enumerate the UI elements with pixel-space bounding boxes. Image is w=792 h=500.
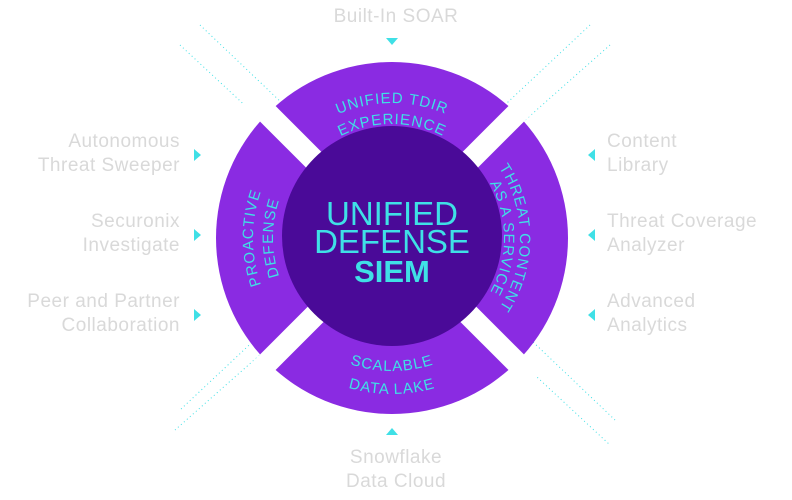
- label-autonomous-threat-sweeper[interactable]: Autonomous Threat Sweeper: [38, 130, 180, 178]
- arrow-left-icon: [588, 229, 595, 241]
- label-line: Advanced: [607, 291, 696, 312]
- label-line: Analyzer: [607, 235, 685, 256]
- arrows: [194, 38, 595, 435]
- center-title-line2: DEFENSE: [314, 223, 470, 260]
- label-line: Collaboration: [61, 315, 180, 336]
- arrow-left-icon: [588, 149, 595, 161]
- segment-bottom-line1[interactable]: SCALABLE: [349, 352, 435, 375]
- label-line: Data Cloud: [345, 471, 447, 492]
- segment-left-line1[interactable]: PROACTIVE: [240, 187, 265, 289]
- arrow-up-icon: [386, 428, 398, 435]
- label-threat-coverage-analyzer[interactable]: Threat Coverage Analyzer: [607, 210, 757, 258]
- label-built-in-soar[interactable]: Built-In SOAR: [333, 6, 459, 27]
- label-line: Analytics: [607, 315, 688, 336]
- center-title-line1: UNIFIED: [326, 195, 458, 232]
- dotted-guide-lines: [174, 24, 616, 446]
- label-advanced-analytics[interactable]: Advanced Analytics: [607, 290, 696, 338]
- label-line: Content: [607, 131, 678, 152]
- label-line: Autonomous: [68, 131, 180, 152]
- label-snowflake-data-cloud[interactable]: Snowflake Data Cloud: [0, 446, 792, 494]
- arrow-left-icon: [588, 309, 595, 321]
- arrow-down-icon: [386, 38, 398, 45]
- label-line: Peer and Partner: [27, 291, 180, 312]
- center-title-line3: SIEM: [354, 254, 430, 289]
- label-line: Securonix: [91, 211, 180, 232]
- label-line: Investigate: [82, 235, 180, 256]
- label-line: Snowflake: [349, 447, 443, 468]
- label-peer-partner-collaboration[interactable]: Peer and Partner Collaboration: [27, 290, 180, 338]
- label-line: Library: [607, 155, 669, 176]
- label-content-library[interactable]: Content Library: [607, 130, 677, 178]
- label-securonix-investigate[interactable]: Securonix Investigate: [83, 210, 180, 258]
- arrow-right-icon: [194, 309, 201, 321]
- segment-left-line2[interactable]: DEFENSE: [260, 196, 283, 280]
- arrow-right-icon: [194, 149, 201, 161]
- label-line: Threat Sweeper: [37, 155, 180, 176]
- arrow-right-icon: [194, 229, 201, 241]
- segment-bottom-line2[interactable]: DATA LAKE: [347, 375, 436, 398]
- label-line: Threat Coverage: [607, 211, 758, 232]
- core-circle: [282, 126, 502, 346]
